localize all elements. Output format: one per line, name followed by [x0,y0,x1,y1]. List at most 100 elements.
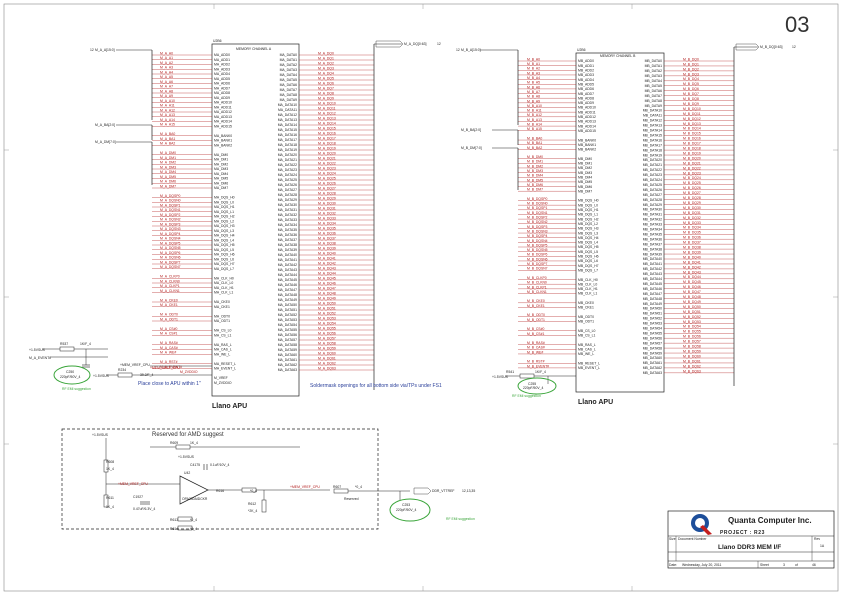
amd-u42: U42 [184,471,190,475]
pin-label: MA_DATA53 [278,318,297,322]
pin-label: MB_DATA14 [643,129,662,133]
pin-label: MB_ADD7 [578,92,594,96]
net-label: M_B_DQ30 [683,206,701,210]
net-label: M_A_RST# [160,360,178,364]
pin-label: MB_DATA42 [643,267,662,271]
pin-label: MA_DATA25 [278,178,297,182]
net-label: M_A_DQ9 [318,96,334,100]
size-label: Size [669,537,676,541]
net-label: M_B_CAS# [527,346,545,350]
pin-label: MA_ADD0 [214,53,230,57]
amd-vdd2: +1.5VSUS [178,455,195,459]
amd-opamp-part: OPA330AIDCKR [182,497,208,501]
net-label: M_B_DQ9 [683,102,699,106]
pin-label: MA_DQS_H3 [214,224,235,228]
pin-label: MB_DM5 [578,180,592,184]
pin-label: MB_DQS_H7 [578,264,599,268]
pin-label: MB_DQS_L2 [578,222,598,226]
net-label: M_B_DQ33 [683,221,701,225]
net-label: M_B_DQ40 [683,255,701,259]
rev-label: Rev [814,537,820,541]
net-label: M_B_DQSN5 [527,248,548,252]
pin-label: MA_DATA10 [278,103,297,107]
net-label: M_A_A11 [160,104,175,108]
net-label: M_B_DQSN3 [527,229,548,233]
pin-label: MA_ADD15 [214,124,232,128]
pin-label: MB_CKE0 [578,301,594,305]
net-label: M_B_DQSP0 [527,197,547,201]
net-label: M_B_DQ44 [683,275,701,279]
pin-label: MA_DATA5 [280,78,298,82]
net-label: M_A_DQ8 [318,91,334,95]
pin-label: MB_ADD2 [578,69,594,73]
net-label: M_A_A8 [160,89,173,93]
pin-label: MB_ADD4 [578,78,594,82]
net-label: M_B_DQ29 [683,201,701,205]
apu-channel-a: U2B6 MEMORY CHANNEL A Llano APU MA_ADD0M… [90,39,441,410]
pin-label: MB_DATA26 [643,188,662,192]
net-label: M_B_DQ55 [683,330,701,334]
pin-label: MA_RAS_L [214,343,232,347]
pin-label: MB_DM4 [578,175,592,179]
net-label: M_A_DQ16 [318,131,336,135]
apu-a-addr-ref: 12 [90,48,94,52]
net-label: M_A_DQ1 [318,56,334,60]
apu-a-label: Llano APU [212,403,247,410]
net-label: M_B_A10 [527,104,542,108]
apu-b-refdes: U2B6 [577,48,586,52]
net-label: M_B_DQ52 [683,315,701,319]
amd-reserved-title: Reserved for AMD suggest [152,432,224,438]
pin-label: MB_DATA40 [643,257,662,261]
net-label: M_B_DQ0 [683,57,699,61]
net-label: M_B_A2 [527,67,540,71]
pin-label: MA_DATA16 [278,133,297,137]
net-label: M_B_DQ36 [683,236,701,240]
pin-label: MA_DATA42 [278,263,297,267]
net-label: M_A_BA1 [160,137,175,141]
pin-label: MA_ADD7 [214,86,230,90]
net-label: M_A_DQ19 [318,146,336,150]
date-label: Date: [669,563,677,567]
pin-label: MA_DATA27 [278,188,297,192]
pin-label: MB_DATA35 [643,232,662,236]
vttref-cap-val: 220pF/50V_4 [396,508,416,512]
net-label: M_A_DQSN3 [160,227,181,231]
net-label: M_B_DQSP4 [527,234,547,238]
amd-opamp [179,475,209,505]
net-label: M_B_A5 [527,81,540,85]
pin-label: MA_DATA4 [280,73,298,77]
a-zvdd: +1.5VSUS [93,374,110,378]
pin-label: MA_DATA13 [278,118,297,122]
net-label: M_B_DQ38 [683,246,701,250]
net-label: M_B_DM4 [527,174,543,178]
pin-label: MB_CLK_H1 [578,287,598,291]
pin-label: MA_CKE1 [214,305,230,309]
a-r537: R537 [60,342,68,346]
net-label: M_A_A7 [160,85,173,89]
pin-label: MA_DATA47 [278,288,297,292]
net-label: M_B_CLKP0 [527,276,547,280]
net-label: M_B_DQSN2 [527,220,548,224]
net-label: M_B_DQSP1 [527,206,547,210]
amd-r616: R616 [216,489,224,493]
pin-label: MA_DATA15 [278,128,297,132]
net-label: M_A_DQ17 [318,136,336,140]
pin-label: MA_DM5 [214,177,228,181]
net-label: M_B_RAS# [527,341,545,345]
net-label: M_B_DQ31 [683,211,701,215]
pin-label: MB_DM7 [578,189,592,193]
net-label: M_A_DQ57 [318,336,336,340]
net-label: M_A_DQ13 [318,116,336,120]
net-label: M_B_DQSN4 [527,239,548,243]
net-label: M_B_DQ56 [683,335,701,339]
pin-label: MB_RAS_L [578,343,596,347]
pin-label: MA_DATA12 [278,113,297,117]
pin-label: MA_DATA2 [280,63,298,67]
pin-label: MA_BANK2 [214,143,232,147]
pin-label: MB_DATA3 [645,74,663,78]
pin-label: MB_DATA8 [645,99,663,103]
project-name: PROJECT : R23 [720,530,765,536]
pin-label: MA_CKE0 [214,300,230,304]
net-label: M_A_DQ34 [318,221,336,225]
net-label: M_B_DQ20 [683,156,701,160]
